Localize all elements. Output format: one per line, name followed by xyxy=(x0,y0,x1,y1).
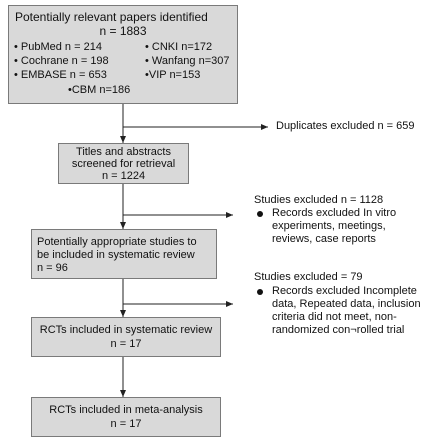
rcts-meta-analysis-box xyxy=(31,397,221,437)
appropriate-line2: be included in systematic review xyxy=(37,249,195,261)
studies-excluded-1-line2: experiments, meetings, xyxy=(272,220,386,232)
appropriate-line1: Potentially appropriate studies to xyxy=(37,236,197,248)
studies-excluded-2-line1: Records excluded Incomplete xyxy=(272,285,417,297)
screened-count: n = 1224 xyxy=(101,170,146,182)
rcts-systematic-review-title: RCTs included in systematic review xyxy=(39,324,213,336)
duplicates-excluded: Duplicates excluded n = 659 xyxy=(276,120,415,132)
studies-excluded-2-line4: randomized con¬rolled trial xyxy=(272,324,405,336)
rcts-systematic-review-box xyxy=(31,317,221,357)
identified-title: Potentially relevant papers identified xyxy=(15,10,208,24)
source-embase: • EMBASE n = 653 xyxy=(14,69,107,81)
studies-excluded-2-line2: data, Repeated data, inclusion xyxy=(272,298,421,310)
source-vip: •VIP n=153 xyxy=(145,69,201,81)
appropriate-count: n = 96 xyxy=(37,262,68,274)
appropriate-box xyxy=(31,229,217,279)
identified-count: n = 1883 xyxy=(99,24,147,38)
rcts-meta-analysis-count: n = 17 xyxy=(110,418,142,430)
studies-excluded-1-line1: Records excluded In vitro xyxy=(272,207,397,219)
source-cbm: •CBM n=186 xyxy=(68,84,131,96)
bullet-icon xyxy=(257,289,263,295)
identified-box xyxy=(8,5,238,104)
studies-excluded-1-heading: Studies excluded n = 1128 xyxy=(254,194,384,206)
screened-line1: Titles and abstracts xyxy=(76,146,171,158)
rcts-meta-analysis-title: RCTs included in meta-analysis xyxy=(49,404,203,416)
studies-excluded-2-heading: Studies excluded = 79 xyxy=(254,271,363,283)
bullet-icon xyxy=(257,211,263,217)
studies-excluded-2-line3: criteria did not meet, non- xyxy=(272,311,397,323)
screened-line2: screened for retrieval xyxy=(71,158,176,170)
studies-excluded-1-line3: reviews, case reports xyxy=(272,233,376,245)
source-cnki: • CNKI n=172 xyxy=(145,41,213,53)
source-wanfang: • Wanfang n=307 xyxy=(145,55,230,67)
source-cochrane: • Cochrane n = 198 xyxy=(14,55,109,67)
source-pubmed: • PubMed n = 214 xyxy=(14,41,102,53)
rcts-systematic-review-count: n = 17 xyxy=(110,338,142,350)
screened-box xyxy=(58,143,189,184)
